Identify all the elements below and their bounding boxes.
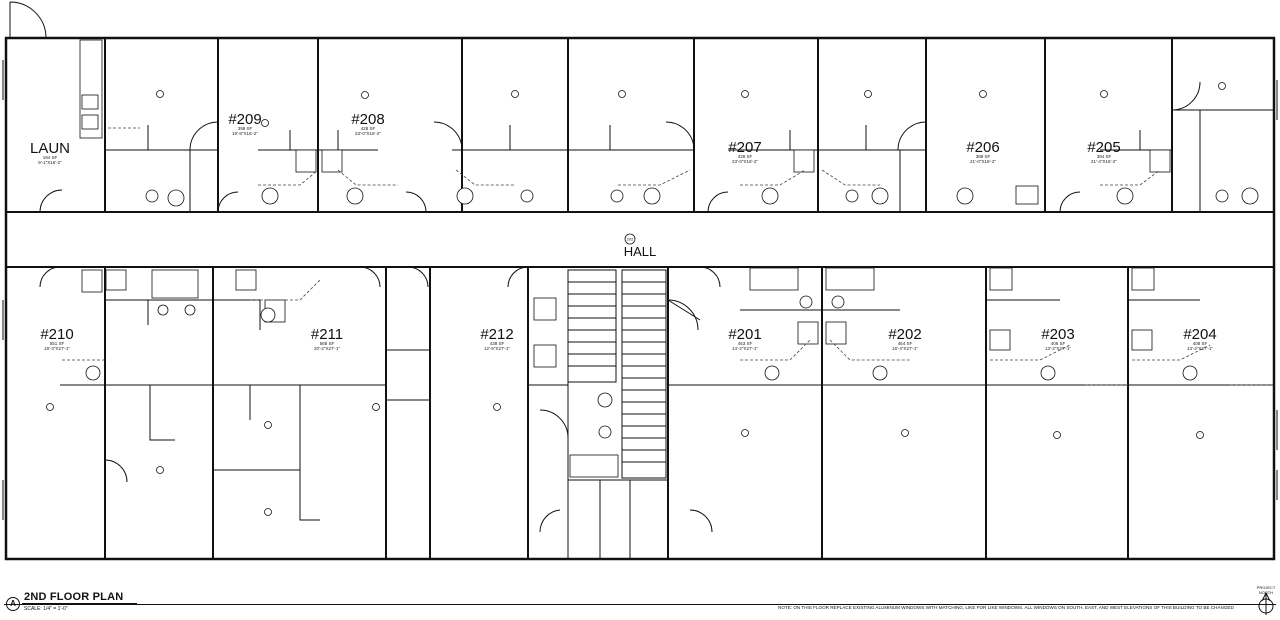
svg-text:#207: #207 [728, 139, 761, 156]
svg-text:428 SF: 428 SF [361, 126, 376, 131]
south-interior-walls [60, 270, 1274, 559]
svg-text:#203: #203 [1041, 326, 1074, 343]
svg-text:#212: #212 [480, 326, 513, 343]
svg-text:16'-4"X27'-1": 16'-4"X27'-1" [892, 346, 918, 351]
unit-204-label: #204 408 SF 13'-2"X27'-1" [1183, 326, 1216, 351]
svg-text:408 SF: 408 SF [1193, 341, 1208, 346]
north-counters [108, 127, 1161, 186]
svg-text:#208: #208 [351, 111, 384, 128]
unit-207-label: #207 428 SF 23'-0"X16'-2" [728, 139, 761, 164]
svg-text:23'-0"X16'-2": 23'-0"X16'-2" [355, 131, 381, 136]
svg-text:13'-2"X27'-1": 13'-2"X27'-1" [1045, 346, 1071, 351]
svg-text:#206: #206 [966, 139, 999, 156]
stairwell [567, 269, 667, 479]
hall-tag-number: 202 [627, 237, 634, 242]
svg-text:463 SF: 463 SF [738, 341, 753, 346]
svg-text:19'-8"X16'-2": 19'-8"X16'-2" [232, 131, 258, 136]
windows [2, 37, 1278, 560]
svg-text:23'-0"X16'-2": 23'-0"X16'-2" [732, 159, 758, 164]
exterior-wall [4, 36, 1276, 561]
svg-text:394 SF: 394 SF [1097, 154, 1112, 159]
unit-208-label: #208 428 SF 23'-0"X16'-2" [351, 111, 384, 136]
title-underline [22, 603, 137, 604]
svg-text:18'-3"X27'-1": 18'-3"X27'-1" [44, 346, 70, 351]
unit-212-label: #212 438 SF 12'-5"X27'-1" [480, 326, 513, 351]
hall-tag [624, 233, 636, 245]
south-room-doors [39, 266, 721, 533]
svg-text:21'-0"X16'-2": 21'-0"X16'-2" [970, 159, 996, 164]
south-counters [62, 279, 1274, 386]
unit-211-label: #211 568 SF 20'-2"X27'-1" [311, 326, 343, 351]
svg-text:13'-2"X27'-1": 13'-2"X27'-1" [1187, 346, 1213, 351]
svg-text:#209: #209 [228, 111, 261, 128]
svg-text:#210: #210 [40, 326, 73, 343]
unit-201-label: #201 463 SF 14'-2"X27'-1" [728, 326, 761, 351]
svg-text:#204: #204 [1183, 326, 1216, 343]
south-bath-fixtures [81, 267, 1198, 381]
svg-text:464 SF: 464 SF [898, 341, 913, 346]
north-room-doors [39, 81, 1201, 213]
unit-205-label: #205 394 SF 21'-4"X16'-2" [1087, 139, 1120, 164]
title-baseline [4, 604, 1276, 605]
ceiling-light-symbols [46, 82, 1226, 516]
north-label: PROJECT NORTH [1256, 585, 1276, 595]
svg-text:551 SF: 551 SF [50, 341, 65, 346]
svg-text:20'-2"X27'-1": 20'-2"X27'-1" [314, 346, 340, 351]
south-unit-walls [104, 267, 1129, 559]
svg-text:14'-2"X27'-1": 14'-2"X27'-1" [732, 346, 758, 351]
svg-text:428 SF: 428 SF [738, 154, 753, 159]
svg-text:#202: #202 [888, 326, 921, 343]
unit-209-label: #209 398 SF 19'-8"X16'-2" [228, 111, 261, 136]
drawing-scale: SCALE: 1/4" = 1'-0" [24, 606, 68, 612]
svg-text:398 SF: 398 SF [238, 126, 253, 131]
unit-210-label: #210 551 SF 18'-3"X27'-1" [40, 326, 73, 351]
unit-203-label: #203 406 SF 13'-2"X27'-1" [1041, 326, 1074, 351]
svg-text:568 SF: 568 SF [320, 341, 335, 346]
hall-label: HALL [624, 244, 657, 259]
svg-text:389 SF: 389 SF [976, 154, 991, 159]
unit-206-label: #206 389 SF 21'-0"X16'-2" [966, 139, 999, 164]
svg-text:#205: #205 [1087, 139, 1120, 156]
svg-text:406 SF: 406 SF [1051, 341, 1066, 346]
drawing-title: 2ND FLOOR PLAN [24, 591, 124, 603]
north-unit-walls [104, 38, 1173, 212]
entry-door [9, 1, 47, 39]
svg-text:#211: #211 [311, 326, 343, 343]
north-bath-fixtures [79, 39, 1259, 207]
svg-text:#201: #201 [728, 326, 761, 343]
svg-text:438 SF: 438 SF [490, 341, 505, 346]
laundry-dims: 9'-1"X16'-2" [38, 160, 62, 165]
unit-202-label: #202 464 SF 16'-4"X27'-1" [888, 326, 921, 351]
north-arrow-icon [1258, 592, 1274, 615]
svg-text:12'-5"X27'-1": 12'-5"X27'-1" [484, 346, 510, 351]
laundry-area: 194 SF [43, 155, 58, 160]
unit-labels: #209 398 SF 19'-8"X16'-2" #208 428 SF 23… [40, 111, 1216, 351]
title-block: A 2ND FLOOR PLAN SCALE: 1/4" = 1'-0" NOT… [4, 585, 1276, 619]
laundry-label: LAUN [30, 140, 70, 157]
drawing-note: NOTE: ON THIS FLOOR REPLACE EXISTING ALU… [778, 605, 1234, 610]
svg-text:21'-4"X16'-2": 21'-4"X16'-2" [1091, 159, 1117, 164]
